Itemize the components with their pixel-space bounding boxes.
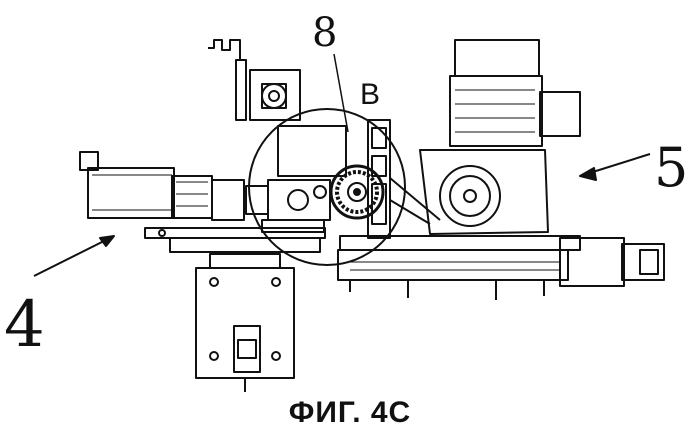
ref-label-5: 5 — [654, 136, 688, 199]
pointer-arrows — [34, 54, 650, 276]
gear-wheel — [331, 166, 383, 218]
central-mechanism — [246, 126, 346, 232]
figure-caption: ФИГ. 4С — [0, 396, 700, 430]
ref-label-4: 4 — [4, 288, 45, 362]
gearbox — [390, 150, 548, 234]
upper-bracket — [208, 40, 300, 120]
detail-label-b: B — [360, 78, 380, 111]
right-motor — [450, 40, 580, 146]
right-rail — [338, 236, 664, 300]
lower-mount-plate — [196, 254, 294, 392]
ref-label-8: 8 — [312, 10, 337, 56]
left-actuator — [80, 152, 244, 220]
